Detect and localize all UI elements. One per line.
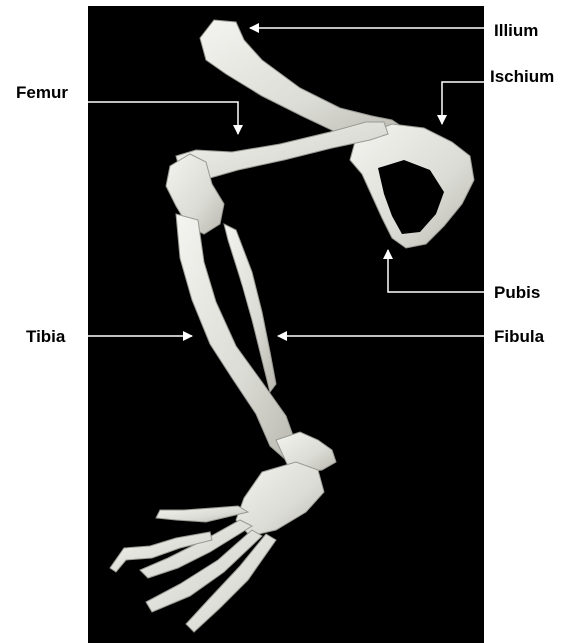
fibula-label: Fibula <box>494 327 545 346</box>
pubis-label: Pubis <box>494 283 540 302</box>
femur-label: Femur <box>16 83 68 102</box>
ischium-label: Ischium <box>490 67 554 86</box>
tibia-label: Tibia <box>26 327 66 346</box>
illium-label: Illium <box>494 21 538 40</box>
